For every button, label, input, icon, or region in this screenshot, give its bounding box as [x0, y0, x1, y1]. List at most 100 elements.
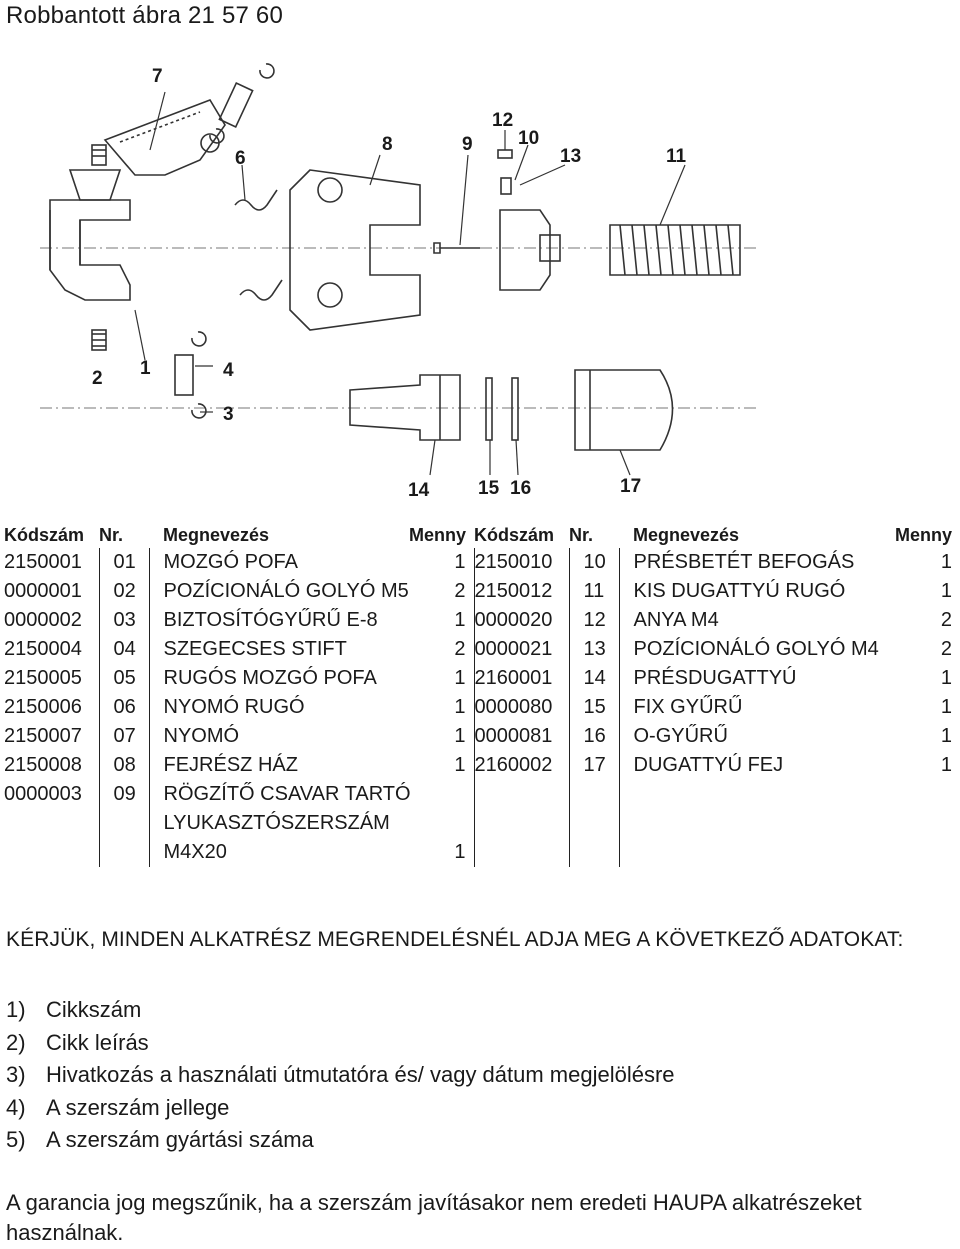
step-text: Cikk leírás	[46, 1029, 149, 1055]
table-row: LYUKASZTÓSZERSZÁM	[4, 809, 960, 838]
cell-nr: 02	[99, 577, 150, 606]
cell-qty: 1	[404, 838, 475, 867]
cell-qty-2: 1	[940, 725, 952, 747]
cell-nr	[99, 838, 150, 867]
callout-12: 12	[492, 110, 513, 131]
cell-qty: 2	[404, 635, 475, 664]
table-row: M4X20 1	[4, 838, 960, 867]
cell-name: NYOMÓ RUGÓ	[163, 696, 305, 718]
header-name: Megnevezés	[163, 524, 270, 545]
cell-name: SZEGECSES STIFT	[163, 638, 347, 660]
cell-qty: 1	[404, 722, 475, 751]
cell-nr-2	[569, 838, 620, 867]
cell-code-2: 2160002	[474, 751, 570, 780]
part-3-circlip	[191, 63, 275, 419]
callout-16: 16	[510, 478, 531, 499]
cell-name-2: O-GYŰRŰ	[633, 725, 728, 747]
list-item: 4)A szerszám jellege	[6, 1092, 675, 1125]
step-number: 5)	[6, 1127, 26, 1152]
cell-qty: 1	[404, 606, 475, 635]
cell-code-2: 0000021	[474, 635, 570, 664]
callout-9: 9	[462, 134, 473, 155]
step-number: 3)	[6, 1062, 26, 1087]
callout-6: 6	[235, 148, 246, 169]
list-item: 2) Cikk leírás	[6, 1027, 675, 1060]
part-12-nut	[497, 149, 513, 159]
cell-nr: 06	[99, 693, 150, 722]
cell-code: 0000002	[4, 606, 100, 635]
cell-code-2: 0000080	[474, 693, 570, 722]
cell-name-2: KIS DUGATTYÚ RUGÓ	[633, 580, 846, 602]
cell-name: MOZGÓ POFA	[163, 551, 298, 573]
callout-11: 11	[666, 146, 687, 167]
list-item: 1)Cikkszám	[6, 994, 675, 1027]
cell-code: 0000001	[4, 577, 100, 606]
cell-qty: 2	[404, 577, 475, 606]
cell-nr: 07	[99, 722, 150, 751]
cell-name: NYOMÓ	[163, 725, 240, 747]
cell-nr: 03	[99, 606, 150, 635]
step-text: A szerszám gyártási száma	[46, 1127, 314, 1152]
cell-qty-2: 1	[940, 580, 952, 602]
part-14-piston	[349, 374, 461, 441]
step-number: 4)	[6, 1094, 26, 1120]
header-qty: Menny	[408, 524, 466, 545]
cell-code-2: 2150012	[474, 577, 570, 606]
cell-code: 2150004	[4, 635, 100, 664]
cell-name: BIZTOSÍTÓGYŰRŰ E-8	[163, 609, 378, 631]
cell-nr: 01	[99, 548, 150, 577]
cell-code-2: 2160001	[474, 664, 570, 693]
cell-nr-2: 10	[569, 548, 620, 577]
step-number: 2)	[6, 1029, 26, 1055]
cell-qty-2: 1	[940, 696, 952, 718]
cell-nr-2	[569, 809, 620, 838]
cell-code-2: 2150010	[474, 548, 570, 577]
table-header-row: Kódszám Nr. Megnevezés Menny Kódszám Nr.…	[4, 522, 960, 548]
exploded-view-diagram: 7 2 1 6 4 3 8 9 12 10 13 11 14 15 16 17	[20, 50, 780, 510]
warranty-note: A garancia jog megszűnik, ha a szerszám …	[6, 1190, 862, 1245]
cell-name-2: DUGATTYÚ FEJ	[633, 754, 784, 776]
callout-1: 1	[140, 358, 151, 379]
cell-qty-2	[887, 809, 960, 838]
part-4-pin	[174, 82, 254, 396]
header-name-2: Megnevezés	[633, 524, 740, 545]
cell-qty: 1	[404, 693, 475, 722]
part-5-spring-jaw	[68, 99, 226, 201]
cell-name-2: FIX GYŰRŰ	[633, 696, 743, 718]
cell-name: M4X20	[163, 841, 227, 863]
cell-nr-2: 16	[569, 722, 620, 751]
part-9-screw	[433, 242, 480, 254]
callout-15: 15	[478, 478, 500, 499]
part-15-16-rings	[485, 377, 519, 441]
cell-code	[4, 809, 100, 838]
cell-qty: 1	[404, 548, 475, 577]
cell-qty-2: 1	[940, 551, 952, 573]
cell-code: 2150008	[4, 751, 100, 780]
part-2-ball	[91, 144, 107, 351]
cell-name-2: POZÍCIONÁLÓ GOLYÓ M4	[633, 638, 879, 660]
header-code: Kódszám	[4, 524, 85, 545]
cell-name: LYUKASZTÓSZERSZÁM	[163, 812, 390, 834]
callout-7: 7	[152, 66, 163, 87]
step-text: Cikkszám	[46, 997, 142, 1022]
cell-nr: 08	[99, 751, 150, 780]
cell-code-2	[474, 780, 570, 809]
cell-code-2	[474, 809, 570, 838]
cell-nr-2: 11	[569, 577, 620, 606]
cell-code: 2150006	[4, 693, 100, 722]
cell-qty-2: 2	[940, 638, 952, 660]
cell-code: 2150001	[4, 548, 100, 577]
cell-code: 2150007	[4, 722, 100, 751]
part-6-spring	[234, 189, 283, 301]
cell-name-2	[619, 809, 887, 838]
cell-name: FEJRÉSZ HÁZ	[163, 754, 298, 776]
header-nr: Nr.	[99, 524, 124, 545]
cell-name-2: PRÉSBETÉT BEFOGÁS	[633, 551, 855, 573]
